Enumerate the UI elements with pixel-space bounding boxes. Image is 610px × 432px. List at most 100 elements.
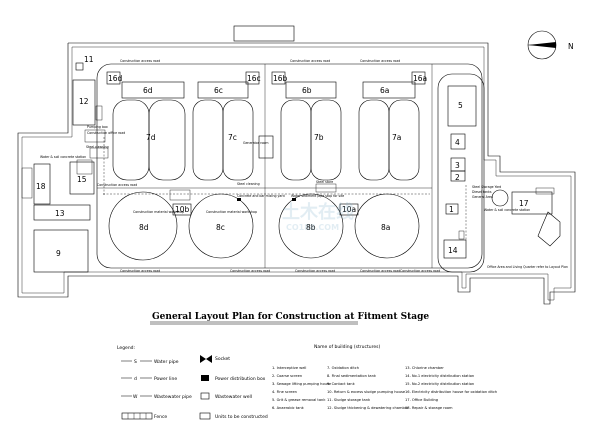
unit-6a-label: 6a [380, 86, 389, 95]
building-item: 14. No.1 electricity distribution statio… [405, 374, 474, 378]
unit-2-label: 2 [455, 173, 460, 182]
unit-8a-label: 8a [381, 223, 390, 232]
unit-6b [285, 81, 337, 99]
building-item: 7. Oxidation ditch [327, 366, 359, 370]
unit-12-label: 12 [79, 97, 89, 106]
building-item: 1. Interceptive well [272, 366, 306, 370]
legend-label: Wastewater well [215, 394, 252, 400]
road-label: Construction access road [360, 269, 400, 273]
legend: Legend: S Water pipe d Power line W Wast… [117, 345, 268, 420]
road-label: Construction access road [120, 59, 160, 63]
building-item: 13. Chlorine chamber [405, 366, 444, 370]
unit-8c-label: 8c [216, 223, 225, 232]
unit-6d-label: 6d [143, 86, 153, 95]
unit-8d-label: 8d [139, 223, 149, 232]
unit-12 [72, 79, 96, 126]
unit-10a [339, 203, 359, 216]
building-item: 12. Sludge thickening & dewatering chamb… [327, 406, 409, 410]
building-item: 3. Sewage lifting pumping house [272, 382, 332, 386]
unit-14-label: 14 [448, 246, 458, 255]
unit-16b-label: 16b [273, 74, 288, 83]
legend-symbol: W [133, 394, 138, 400]
central-house [258, 135, 274, 159]
unit-6d [121, 81, 185, 99]
unit-17-annex [537, 211, 561, 247]
unit-16b [271, 71, 286, 85]
note: Steel Storage Yard [472, 185, 501, 189]
building-item: 4. Fine screen [272, 390, 297, 394]
unit-10a-label: 10a [342, 205, 356, 214]
unit-10b-label: 10b [175, 205, 190, 214]
unit-7d [112, 99, 186, 181]
fence-icon [121, 412, 153, 420]
unit-1 [445, 203, 459, 215]
note: Steel cleaning [86, 145, 109, 149]
inner-road [96, 63, 483, 269]
right-road [437, 73, 485, 273]
unit-4-label: 4 [455, 138, 460, 147]
road-label: Construction access road [295, 269, 335, 273]
unit-6c [197, 81, 249, 99]
legend-heading: Legend: [117, 345, 135, 351]
unit-18 [33, 163, 51, 205]
unit-16a [411, 71, 426, 85]
road-label: Construction access road [360, 59, 400, 63]
watermark-subtext: CO188.COM [286, 223, 339, 232]
gate-structure [233, 25, 295, 42]
note: Steel store [316, 180, 333, 184]
building-item: 5. Grit & grease removal tank [272, 398, 326, 402]
building-item: 18. Repair & storage room [405, 406, 453, 410]
legend-symbol: d [134, 376, 137, 382]
building-list: Name of building (structures) 1. Interce… [272, 344, 497, 410]
legend-label: Socket [215, 356, 230, 362]
unit-11-label: 11 [84, 55, 94, 64]
unit-7d-label: 7d [146, 133, 156, 142]
road-label: Construction access road [290, 59, 330, 63]
note: Diesel tanks [472, 190, 492, 194]
note: Generator room [243, 141, 268, 145]
unit-6b-label: 6b [302, 86, 312, 95]
legend-label: Power distribution box [215, 376, 266, 382]
unit-9-label: 9 [56, 249, 61, 258]
note: General Area [472, 195, 493, 199]
note: Steel cleaning [237, 182, 260, 186]
unit-16a-label: 16a [413, 74, 427, 83]
unit-7b [280, 99, 342, 181]
unit-3-label: 3 [455, 161, 460, 170]
building-item: 9. Contact tank [327, 382, 356, 386]
legend-label: Water pipe [154, 359, 179, 365]
unit-8c [188, 193, 254, 259]
building-list-heading: Name of building (structures) [314, 344, 380, 350]
note: Water sediment pipe stop for site [291, 194, 344, 198]
unit-16c [245, 71, 260, 85]
legend-label: Power line [154, 376, 177, 382]
unit-5 [447, 85, 477, 127]
unit-8d [108, 191, 178, 261]
note: Construction access road [97, 183, 137, 187]
unit-17-label: 17 [519, 199, 529, 208]
office-note: Office Area and Living Quarter refer to … [487, 265, 568, 269]
legend-symbol: S [134, 359, 137, 365]
building-item: 10. Return & excess sludge pumping house [327, 390, 406, 394]
unit-18-label: 18 [36, 182, 46, 191]
building-item: 15. No.2 electricity distribution statio… [405, 382, 474, 386]
unit-4 [450, 133, 466, 150]
unit-17 [511, 191, 553, 215]
note: Water & soil concrete station [484, 208, 530, 212]
road-label: Construction access road [230, 269, 270, 273]
note: Pumping box [87, 125, 108, 129]
building-item: 16. Electricity distribution house for o… [405, 390, 497, 394]
watermark: 土木在线 CO188.COM [282, 201, 354, 232]
building-item: 11. Sludge storage tank [327, 398, 371, 402]
building-item: 17. Office Building [405, 398, 438, 402]
socket-icon [200, 355, 212, 363]
unit-13-label: 13 [55, 209, 65, 218]
building-item: 2. Coarse screen [272, 374, 302, 378]
unit-7a-label: 7a [392, 133, 401, 142]
building-item: 6. Anaerobic tank [272, 406, 305, 410]
road-label: Construction access road [400, 269, 440, 273]
unit-2 [450, 170, 466, 182]
unit-7c [192, 99, 254, 181]
unit-16c-label: 16c [247, 74, 261, 83]
